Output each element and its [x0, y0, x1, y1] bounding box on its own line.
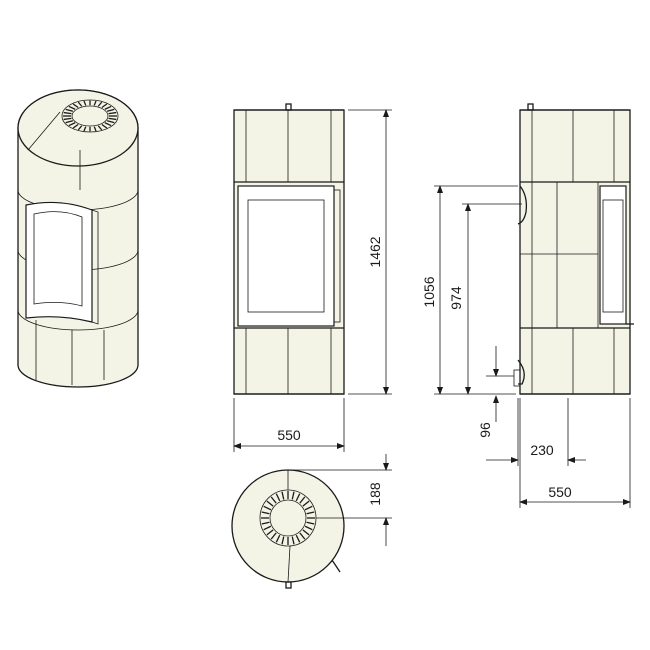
vent-slot [261, 521, 270, 525]
vent-slot [63, 111, 72, 115]
vent-slot [101, 123, 108, 129]
vent-slot [266, 529, 274, 536]
top-offset-188-dimension: 188 [290, 454, 392, 546]
perspective-door [25, 201, 99, 325]
front-width-label: 550 [277, 427, 301, 443]
vent-slot [270, 532, 277, 540]
vent-slot [83, 100, 87, 106]
vent-slot [302, 529, 310, 536]
vent-slot [261, 511, 270, 515]
vent-slot [270, 496, 277, 504]
perspective-top-vent [61, 99, 119, 133]
vent-slot [295, 534, 301, 543]
top-vent-slots [261, 491, 315, 545]
vent-slot [291, 536, 295, 545]
vent-slot [83, 126, 87, 132]
vent-slot [263, 525, 272, 531]
front-view [233, 103, 345, 395]
side-height-1056-label: 1056 [421, 276, 437, 307]
vent-slot [106, 120, 115, 124]
vent-slot [72, 103, 79, 109]
vent-slot [68, 105, 76, 110]
vent-slot [68, 122, 76, 127]
side-bottom-96-label: 96 [477, 422, 493, 438]
side-door [599, 185, 634, 325]
vent-slot [77, 125, 83, 131]
vent-slot [306, 511, 315, 515]
front-door [237, 185, 341, 327]
side-offset-230-label: 230 [530, 442, 554, 458]
vent-slot [65, 120, 74, 124]
vent-slot [266, 500, 274, 507]
vent-slot [281, 491, 285, 500]
vent-slot [101, 103, 108, 109]
side-offset-230-dimension: 230 [486, 398, 586, 466]
vent-slot [108, 111, 117, 115]
overall-height-dimension: 1462 [348, 109, 392, 395]
perspective-view [17, 89, 139, 388]
side-bottom-96-dimension: 96 [477, 346, 514, 438]
vent-slot [306, 521, 315, 525]
vent-slot [97, 125, 103, 131]
vent-slot [275, 493, 281, 502]
vent-slot [304, 525, 313, 531]
vent-slot [295, 493, 301, 502]
vent-slot [108, 117, 117, 121]
vent-slot [263, 505, 272, 511]
side-view [513, 103, 634, 395]
top-offset-188-label: 188 [367, 482, 383, 506]
vent-slot [299, 496, 306, 504]
vent-slot [93, 100, 97, 106]
vent-slot [97, 101, 103, 107]
vent-slot [72, 123, 79, 129]
vent-slot [77, 101, 83, 107]
vent-slot [299, 532, 306, 540]
overall-height-label: 1462 [367, 236, 383, 267]
vent-slot [93, 126, 97, 132]
side-height-974-dimension: 974 [448, 203, 522, 395]
vent-slot [275, 534, 281, 543]
side-depth-550-label: 550 [548, 484, 572, 500]
vent-slot [63, 117, 72, 121]
vent-slot [104, 105, 112, 110]
vent-slot [281, 536, 285, 545]
vent-slot [65, 108, 74, 112]
vent-slot [302, 500, 310, 507]
vent-slot [304, 505, 313, 511]
side-depth-550-dimension: 550 [519, 398, 631, 508]
vent-slot [106, 108, 115, 112]
side-height-974-label: 974 [448, 286, 464, 310]
vent-slot [104, 122, 112, 127]
front-width-dimension: 550 [233, 398, 345, 452]
vent-slot [291, 491, 295, 500]
side-height-1056-dimension: 1056 [421, 185, 518, 395]
top-view [231, 469, 345, 589]
